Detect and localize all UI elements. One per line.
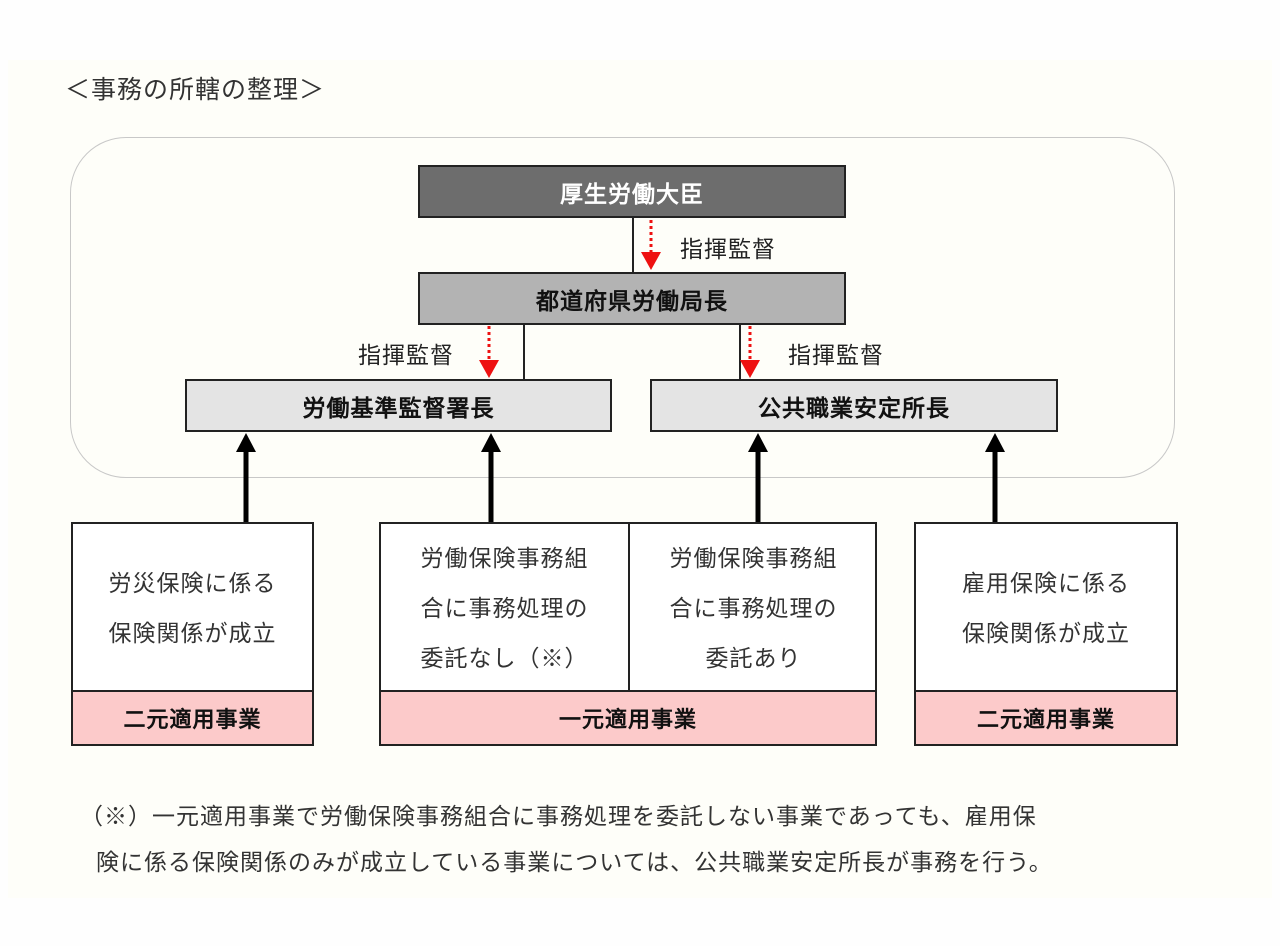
business-box-workers-comp: 労災保険に係る 保険関係が成立	[71, 522, 314, 692]
business-line: 保険関係が成立	[108, 621, 277, 647]
category-label-unified: 一元適用事業	[379, 690, 877, 746]
connector-bureau-labor-standards	[523, 324, 525, 379]
footnote-line-2: 険に係る保険関係のみが成立している事業については、公共職業安定所長が事務を行う。	[96, 850, 1053, 876]
column-divider	[628, 524, 630, 692]
supervision-label-labor-standards: 指揮監督	[358, 343, 454, 369]
diagram-title: ＜事務の所轄の整理＞	[65, 75, 326, 104]
business-line: 委託あり	[705, 646, 802, 672]
business-column-with-delegation: 労働保険事務組 合に事務処理の 委託あり	[630, 534, 877, 684]
category-label-dual-2: 二元適用事業	[914, 690, 1178, 746]
business-box-unified: 労働保険事務組 合に事務処理の 委託なし（※） 労働保険事務組 合に事務処理の …	[379, 522, 877, 692]
node-minister: 厚生労働大臣	[418, 165, 846, 218]
connector-minister-bureau	[632, 218, 634, 272]
connector-bureau-public-employment	[739, 324, 741, 379]
category-label-dual: 二元適用事業	[71, 690, 314, 746]
administration-group-frame	[70, 137, 1175, 478]
business-line: 労働保険事務組	[669, 546, 838, 572]
business-line: 労働保険事務組	[420, 546, 589, 572]
business-line: 労災保険に係る	[108, 571, 277, 597]
business-line: 合に事務処理の	[420, 596, 589, 622]
supervision-label-minister: 指揮監督	[680, 237, 776, 263]
business-column-no-delegation: 労働保険事務組 合に事務処理の 委託なし（※）	[381, 534, 628, 684]
node-prefectural-labor-bureau: 都道府県労働局長	[418, 272, 846, 325]
supervision-label-public-employment: 指揮監督	[788, 343, 884, 369]
business-line: 雇用保険に係る	[962, 571, 1130, 597]
business-line: 合に事務処理の	[669, 596, 838, 622]
node-public-employment-office: 公共職業安定所長	[650, 379, 1058, 432]
footnote-line-1: （※）一元適用事業で労働保険事務組合に事務処理を委託しない事業であっても、雇用保	[80, 804, 1037, 830]
business-line: 保険関係が成立	[962, 621, 1130, 647]
business-line: 委託なし（※）	[420, 646, 589, 672]
node-labor-standards-office: 労働基準監督署長	[185, 379, 612, 432]
business-box-employment-insurance: 雇用保険に係る 保険関係が成立	[914, 522, 1178, 692]
